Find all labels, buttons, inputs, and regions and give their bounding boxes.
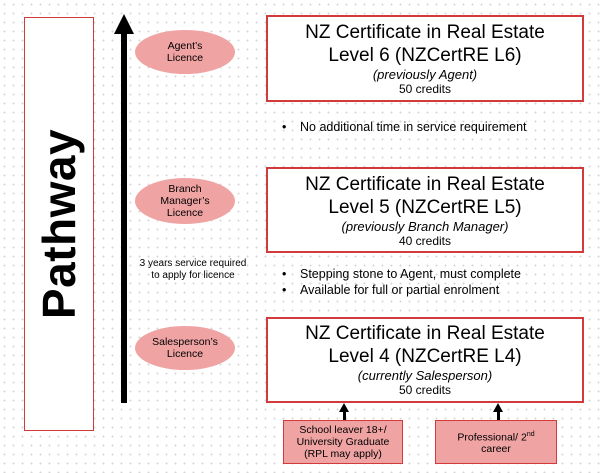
certificate-level4-title: NZ Certificate in Real Estate [305, 323, 545, 344]
certificate-level5-subtitle: (previously Branch Manager) [341, 219, 509, 234]
certificate-level6-title: NZ Certificate in Real Estate [305, 22, 545, 43]
level5-note-item: • Available for full or partial enrolmen… [282, 282, 521, 298]
bullet-icon: • [282, 283, 287, 297]
certificate-level5-credits: 40 credits [398, 234, 452, 248]
pathway-label: Pathway [33, 128, 85, 320]
licence-agent-label: Agent’s Licence [166, 40, 204, 64]
entry-professional-sup: nd [526, 430, 535, 438]
licence-branch-manager: Branch Manager’s Licence [135, 178, 235, 224]
certificate-level5-title: NZ Certificate in Real Estate [305, 174, 545, 195]
certificate-level4-credits: 50 credits [398, 383, 452, 397]
entry-professional-text: Professional/ 2 [457, 431, 527, 444]
certificate-level5-level: Level 5 (NZCertRE L5) [328, 197, 522, 218]
licence-branch-manager-label: Branch Manager’s Licence [160, 183, 210, 219]
pathway-panel: Pathway [24, 17, 94, 431]
entry-professional: Professional/ 2nd career [435, 420, 557, 464]
service-requirement-note: 3 years service required to apply for li… [139, 258, 247, 281]
certificate-level4-level: Level 4 (NZCertRE L4) [328, 346, 522, 367]
entry-school-leaver: School leaver 18+/ University Graduate (… [283, 420, 403, 464]
bullet-icon: • [282, 120, 287, 134]
entry-school-leaver-line1: School leaver 18+/ [299, 424, 387, 436]
level6-note-text: No additional time in service requiremen… [300, 120, 527, 134]
certificate-level4: NZ Certificate in Real Estate Level 4 (N… [266, 317, 584, 403]
bullet-icon: • [282, 267, 287, 281]
level5-note-text: Available for full or partial enrolment [300, 283, 500, 297]
entry-arrow-head-right [493, 403, 503, 412]
certificate-level5: NZ Certificate in Real Estate Level 5 (N… [266, 167, 584, 253]
certificate-level6-subtitle: (previously Agent) [372, 67, 478, 82]
entry-professional-line1: Professional/ 2nd [457, 429, 534, 444]
level5-notes: • Stepping stone to Agent, must complete… [282, 266, 521, 298]
level5-note-text: Stepping stone to Agent, must complete [300, 267, 521, 281]
certificate-level4-subtitle: (currently Salesperson) [357, 368, 493, 383]
licence-salesperson-label: Salesperson’s Licence [152, 336, 218, 360]
level6-notes: • No additional time in service requirem… [282, 119, 527, 135]
entry-arrow-shaft-left [343, 411, 346, 420]
progression-arrow-shaft [121, 32, 127, 403]
licence-salesperson: Salesperson’s Licence [135, 326, 235, 370]
certificate-level6: NZ Certificate in Real Estate Level 6 (N… [266, 15, 584, 102]
level5-note-item: • Stepping stone to Agent, must complete [282, 266, 521, 282]
progression-arrow-head [114, 14, 134, 34]
entry-arrow-head-left [339, 403, 349, 412]
certificate-level6-credits: 50 credits [398, 82, 452, 96]
entry-school-leaver-line3: (RPL may apply) [304, 448, 382, 460]
level6-note-item: • No additional time in service requirem… [282, 119, 527, 135]
certificate-level6-level: Level 6 (NZCertRE L6) [328, 45, 522, 66]
entry-arrow-shaft-right [497, 411, 500, 420]
licence-agent: Agent’s Licence [135, 30, 235, 74]
entry-professional-line2: career [481, 443, 511, 456]
entry-school-leaver-line2: University Graduate [296, 436, 390, 448]
